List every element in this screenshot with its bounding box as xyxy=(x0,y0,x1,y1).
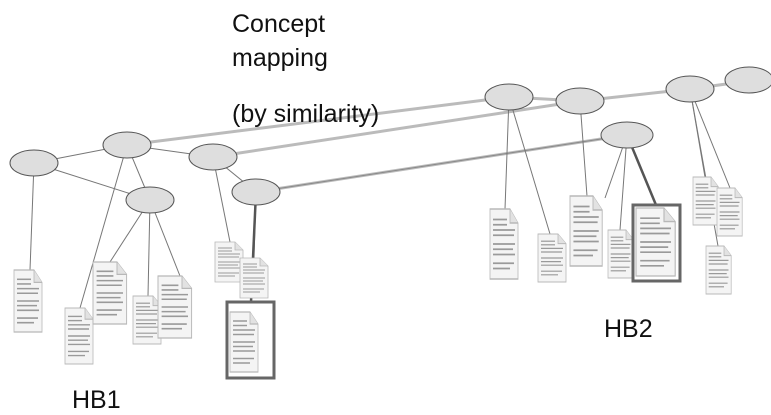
document-icon xyxy=(92,261,128,325)
concept-node xyxy=(188,143,238,171)
highlight-frame-hb2 xyxy=(631,203,682,283)
concept-node xyxy=(665,75,715,103)
title-line-similarity: (by similarity) xyxy=(232,100,380,128)
documents-hb2 xyxy=(489,176,743,295)
mapping-line-inner xyxy=(255,134,628,193)
document-icon xyxy=(239,257,269,299)
document-icon xyxy=(569,195,604,267)
hierarchy-label-hb2: HB2 xyxy=(604,315,653,343)
document-icon xyxy=(537,233,567,283)
document-icon xyxy=(692,176,719,226)
concept-node xyxy=(484,83,534,111)
concept-node xyxy=(102,131,152,159)
document-icon xyxy=(157,275,193,339)
concept-node xyxy=(600,121,654,149)
highlight-frame-hb1 xyxy=(225,300,276,380)
document-icon xyxy=(607,229,634,279)
document-icon xyxy=(489,208,519,280)
title-line-concept: Concept xyxy=(232,10,326,38)
mapping-lines xyxy=(126,79,749,194)
document-icon xyxy=(64,307,94,365)
document-icon xyxy=(705,245,732,295)
document-icon xyxy=(635,207,677,277)
concept-node xyxy=(555,87,605,115)
concept-node xyxy=(125,186,175,214)
concept-nodes xyxy=(9,66,771,214)
document-icon xyxy=(13,269,43,333)
documents-hb1 xyxy=(13,241,269,373)
document-icon xyxy=(716,187,743,237)
concept-node xyxy=(231,178,281,206)
mapping-line xyxy=(212,99,581,159)
hierarchy-label-hb1: HB1 xyxy=(72,386,121,414)
document-icon xyxy=(132,295,162,345)
mapping-line xyxy=(126,95,510,147)
document-icon xyxy=(229,311,259,373)
title-line-mapping: mapping xyxy=(232,44,328,72)
concept-node xyxy=(724,66,771,94)
document-icon xyxy=(214,241,244,283)
concept-node xyxy=(9,149,59,177)
